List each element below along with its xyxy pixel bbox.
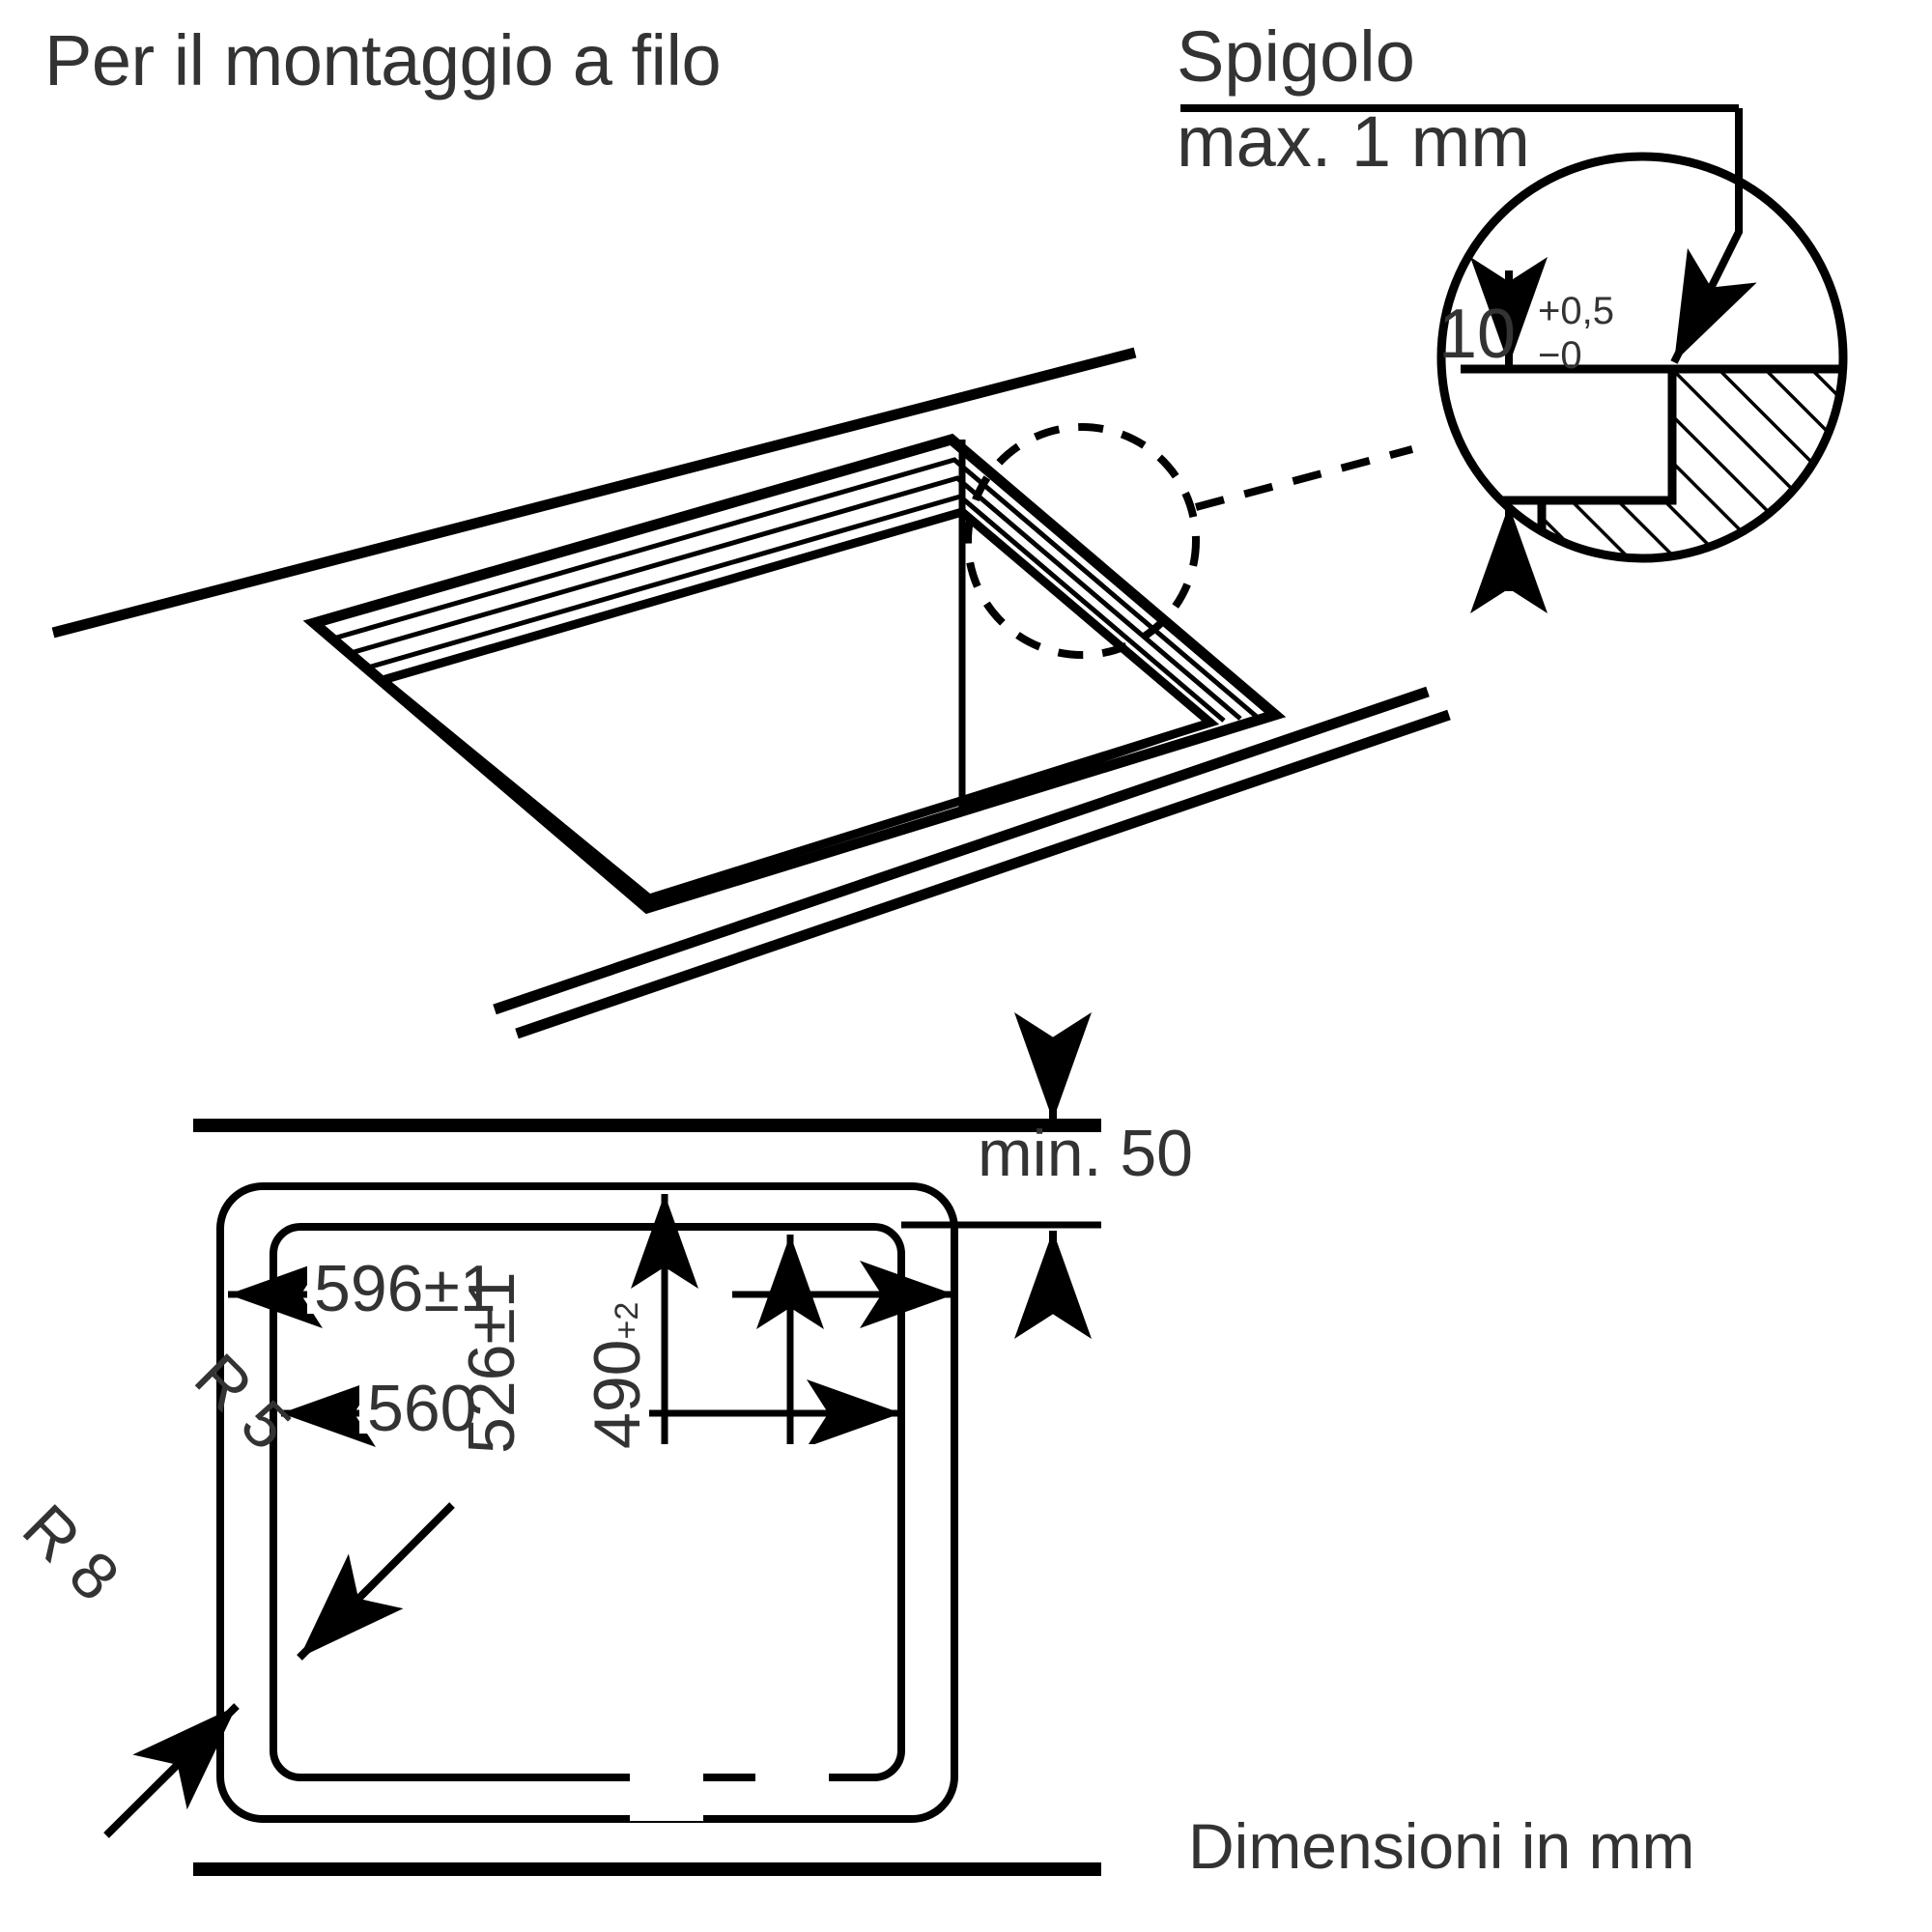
cutout-outer-rim	[302, 433, 1287, 915]
units-note: Dimensioni in mm	[1188, 1810, 1695, 1882]
detail-magnifier	[1180, 104, 1848, 613]
spigolo-leader-line	[1670, 108, 1757, 364]
radius-r5-leader	[297, 1502, 455, 1661]
dim-490-label-mask	[755, 1444, 829, 1811]
isometric-worktop-cutout	[51, 347, 1451, 1039]
dim-outer-width-label: 596±1	[314, 1252, 497, 1325]
dim-inner-height-label: 490+2	[581, 1301, 654, 1449]
dim-inner-width-label: 560	[367, 1372, 477, 1445]
cutout-right-inner-wall	[960, 719, 1212, 810]
detail-tolerance-upper: +0,5	[1538, 290, 1614, 332]
detail-leader-line	[1194, 445, 1414, 511]
dim-560-label-mask	[359, 1364, 649, 1434]
cutout-rebate-steps	[332, 457, 1259, 723]
plan-view	[103, 1012, 1101, 1876]
detail-depth-value: 10	[1438, 296, 1517, 373]
detail-tolerance-lower: −0	[1538, 334, 1582, 377]
dim-inner-height-value: 490	[581, 1339, 654, 1449]
worktop-surface-edges	[51, 347, 1451, 1039]
cutout-outer-rect	[216, 1182, 958, 1823]
detail-region-circle	[964, 423, 1200, 659]
spigolo-label-line1: Spigolo	[1177, 16, 1415, 97]
dim-inner-height-tolerance: +2	[609, 1301, 646, 1340]
dim-526-label-mask	[630, 1444, 703, 1821]
page-title: Per il montaggio a filo	[44, 20, 722, 100]
dim-outer-height-label: 526±1	[455, 1271, 528, 1454]
radius-r8-leader	[103, 1703, 240, 1838]
cutout-inner-rect	[270, 1223, 905, 1781]
clearance-label: min. 50	[978, 1117, 1193, 1190]
spigolo-label-line2: max. 1 mm	[1177, 101, 1530, 182]
